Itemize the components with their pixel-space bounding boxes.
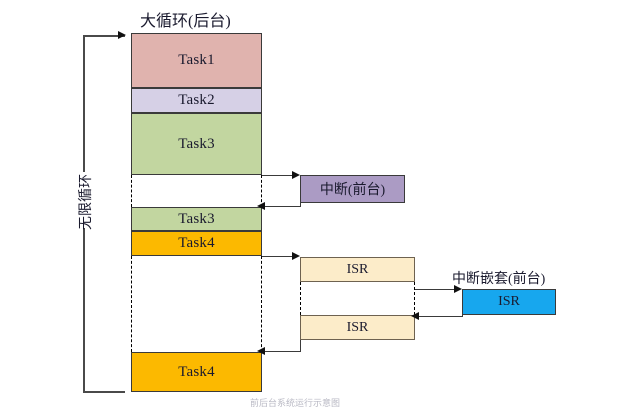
nested-isr-block[interactable]: ISR [462,289,556,315]
task-block-task4-first[interactable]: Task4 [131,231,262,256]
isr-return-arrowhead [257,346,265,355]
task-block-label: Task4 [178,363,215,380]
loop-label-backdrop [74,172,93,228]
task-block-label: Task4 [178,235,215,251]
isr-block-label: ISR [346,319,369,335]
task-block-task2[interactable]: Task2 [131,88,262,113]
isr-return-line [264,351,301,352]
bottom-caption: 前后台系统运行示意图 [250,398,341,408]
task-suspended-gap-1 [131,175,262,207]
task-block-label: Task2 [178,92,215,108]
interrupt-enter-line [262,175,295,176]
task-block-task1[interactable]: Task1 [131,33,262,88]
diagram-title-main: 大循环(后台) [140,13,231,30]
task-block-label: Task3 [178,135,215,152]
task-block-task3-resumed[interactable]: Task3 [131,207,262,231]
nested-enter-arrowhead [454,284,462,293]
isr-enter-line [262,256,295,257]
isr-return-drop [300,340,301,351]
isr-suspended-gap [300,282,415,315]
task-block-task4-resumed[interactable]: Task4 [131,352,262,392]
loop-bracket-top-arm [83,35,125,37]
task-block-label: Task3 [178,210,215,227]
interrupt-return-line [264,206,301,207]
loop-bracket-arrowhead [118,30,126,39]
task-block-task3-first[interactable]: Task3 [131,113,262,175]
nested-enter-line [415,289,457,290]
task-block-label: Task1 [178,52,215,68]
isr-block-2[interactable]: ISR [300,315,415,340]
nested-isr-label: ISR [498,294,520,309]
interrupt-enter-arrowhead [292,170,300,179]
interrupt-return-drop [300,203,301,207]
isr-block-label: ISR [346,261,369,277]
loop-bracket-bottom-arm [83,391,125,393]
interrupt-block[interactable]: 中断(前台) [300,175,405,203]
interrupt-block-label: 中断(前台) [319,183,386,198]
loop-label-vertical: 无限循环 [79,174,94,230]
interrupt-return-arrowhead [257,201,265,210]
nested-return-line [418,316,463,317]
task-suspended-gap-2 [131,256,262,352]
nested-interrupt-title: 中断嵌套(前台) [452,272,546,287]
nested-return-arrowhead [411,311,419,320]
isr-block-1[interactable]: ISR [300,257,415,282]
isr-enter-arrowhead [292,251,300,260]
